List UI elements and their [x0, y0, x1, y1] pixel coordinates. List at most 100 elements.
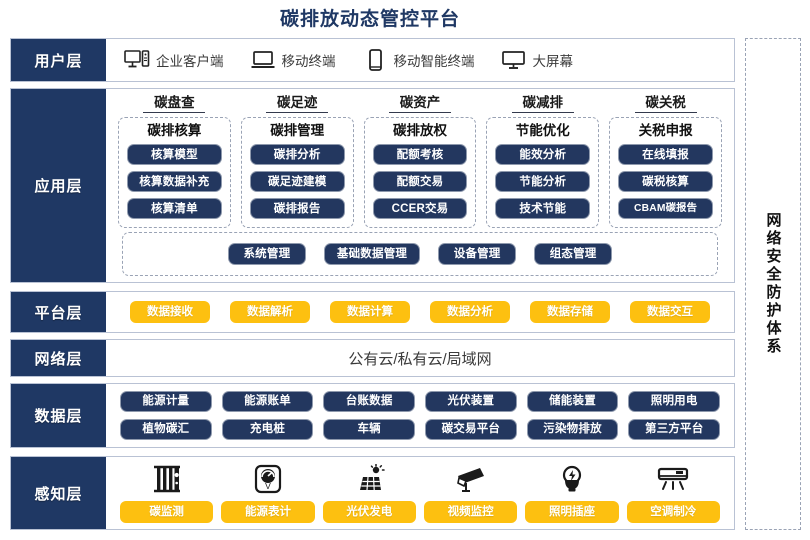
- app-column-title: 碳资产: [388, 95, 451, 113]
- layer-row-sense: 感知层: [10, 456, 735, 530]
- layer-row-data: 数据层 能源计量 能源账单 台账数据 光伏装置 储能装置 照明用电 植物碳汇 充…: [10, 383, 735, 448]
- app-feature-pill[interactable]: CCER交易: [372, 198, 468, 219]
- app-box-title: 碳排放权: [392, 123, 447, 138]
- app-column-box: 关税申报 在线填报 碳税核算 CBAM碳报告: [609, 117, 722, 228]
- app-feature-pill[interactable]: 碳足迹建模: [249, 171, 345, 192]
- app-box-title: 关税申报: [638, 123, 693, 138]
- layer-label-application: 应用层: [11, 89, 106, 282]
- sense-pill[interactable]: 照明插座: [525, 501, 619, 523]
- data-pill[interactable]: 能源账单: [221, 391, 314, 412]
- application-content: 碳盘查 碳排核算 核算模型 核算数据补充 核算清单 碳足迹 碳排管理: [106, 89, 734, 282]
- user-item-smart-mobile-terminal[interactable]: 移动智能终端: [362, 49, 475, 71]
- app-feature-pill[interactable]: 配额考核: [372, 144, 468, 165]
- app-column-box: 碳排放权 配额考核 配额交易 CCER交易: [363, 117, 477, 228]
- sense-pill[interactable]: 能源表计: [221, 501, 315, 523]
- data-pill[interactable]: 植物碳汇: [120, 419, 212, 440]
- layer-body-sense: 碳监测 V 能源表计: [106, 457, 734, 529]
- user-item-enterprise-client[interactable]: 企业客户端: [124, 49, 224, 71]
- app-column-carbon-asset: 碳资产 碳排放权 配额考核 配额交易 CCER交易: [363, 95, 477, 228]
- app-column-title: 碳关税: [634, 95, 697, 113]
- app-feature-pill[interactable]: 能效分析: [495, 144, 591, 165]
- data-pill[interactable]: 污染物排放: [526, 419, 619, 440]
- sense-pill[interactable]: 光伏发电: [322, 501, 416, 523]
- layer-body-user: 企业客户端 移动终端: [106, 39, 734, 81]
- app-column-carbon-reduction: 碳减排 节能优化 能效分析 节能分析 技术节能: [486, 95, 600, 228]
- layer-row-platform: 平台层 数据接收 数据解析 数据计算 数据分析 数据存储 数据交互: [10, 291, 735, 333]
- app-feature-pill[interactable]: 在线填报: [618, 144, 713, 165]
- sense-item-carbon-monitor[interactable]: 碳监测: [120, 462, 214, 523]
- app-feature-pill[interactable]: 核算清单: [127, 198, 222, 219]
- user-item-mobile-terminal[interactable]: 移动终端: [250, 49, 336, 71]
- app-feature-pill[interactable]: 核算模型: [127, 144, 222, 165]
- air-conditioner-icon: [656, 462, 690, 496]
- app-feature-pill[interactable]: 节能分析: [495, 171, 591, 192]
- svg-text:V: V: [265, 481, 271, 491]
- platform-pill[interactable]: 数据存储: [530, 301, 610, 323]
- user-item-label: 大屏幕: [532, 54, 574, 69]
- user-items-list: 企业客户端 移动终端: [106, 49, 734, 71]
- network-description: 公有云/私有云/局域网: [348, 350, 492, 368]
- sense-pill[interactable]: 空调制冷: [626, 501, 720, 523]
- data-pill[interactable]: 照明用电: [628, 391, 721, 412]
- platform-pill[interactable]: 数据分析: [430, 301, 510, 323]
- management-pill[interactable]: 设备管理: [438, 243, 517, 265]
- sense-item-lighting-socket[interactable]: 照明插座: [525, 462, 619, 523]
- app-feature-pill[interactable]: 碳税核算: [618, 171, 713, 192]
- security-panel: 网络安全防护体系: [745, 38, 801, 530]
- app-column-carbon-tariff: 碳关税 关税申报 在线填报 碳税核算 CBAM碳报告: [609, 95, 722, 228]
- platform-pill[interactable]: 数据交互: [630, 301, 710, 323]
- layer-body-data: 能源计量 能源账单 台账数据 光伏装置 储能装置 照明用电 植物碳汇 充电桩 车…: [106, 384, 734, 447]
- management-pill[interactable]: 系统管理: [227, 243, 306, 265]
- sense-item-air-conditioning[interactable]: 空调制冷: [626, 462, 720, 523]
- sense-item-video-surveillance[interactable]: 视频监控: [423, 462, 518, 523]
- app-feature-pill[interactable]: 配额交易: [372, 171, 468, 192]
- data-pill[interactable]: 能源计量: [120, 391, 212, 412]
- data-pill[interactable]: 台账数据: [323, 391, 416, 412]
- data-pill[interactable]: 光伏装置: [425, 391, 517, 412]
- monitor-icon: [501, 49, 525, 71]
- layer-body-network: 公有云/私有云/局域网: [106, 340, 734, 376]
- management-pill[interactable]: 基础数据管理: [323, 243, 421, 265]
- data-pill[interactable]: 车辆: [323, 419, 416, 440]
- app-feature-pill[interactable]: 技术节能: [495, 198, 591, 219]
- layer-label-network: 网络层: [11, 340, 106, 376]
- app-feature-pill[interactable]: CBAM碳报告: [618, 198, 713, 219]
- app-column-box: 节能优化 能效分析 节能分析 技术节能: [486, 117, 600, 228]
- user-item-label: 移动终端: [281, 54, 336, 69]
- app-box-title: 节能优化: [515, 123, 570, 138]
- layer-label-data: 数据层: [11, 384, 106, 447]
- sense-pill[interactable]: 碳监测: [120, 501, 214, 523]
- layer-body-application: 碳盘查 碳排核算 核算模型 核算数据补充 核算清单 碳足迹 碳排管理: [106, 89, 734, 282]
- platform-pill[interactable]: 数据解析: [230, 301, 310, 323]
- data-pill[interactable]: 充电桩: [221, 419, 314, 440]
- app-box-title: 碳排核算: [147, 123, 202, 138]
- data-items-row: 能源计量 能源账单 台账数据 光伏装置 储能装置 照明用电: [120, 391, 721, 412]
- layer-label-platform: 平台层: [11, 292, 106, 332]
- layer-body-platform: 数据接收 数据解析 数据计算 数据分析 数据存储 数据交互: [106, 292, 734, 332]
- platform-items-list: 数据接收 数据解析 数据计算 数据分析 数据存储 数据交互: [106, 301, 734, 323]
- page-title: 碳排放动态管控平台: [279, 9, 460, 30]
- cctv-camera-icon: [454, 462, 488, 496]
- sense-items-list: 碳监测 V 能源表计: [106, 458, 734, 528]
- data-pill[interactable]: 碳交易平台: [425, 419, 517, 440]
- smartphone-icon: [362, 49, 386, 71]
- app-column-title: 碳盘查: [143, 95, 206, 113]
- lightbulb-icon: [555, 462, 589, 496]
- user-item-label: 移动智能终端: [393, 54, 475, 69]
- layer-label-user: 用户层: [11, 39, 106, 81]
- sense-item-solar-power[interactable]: 光伏发电: [322, 462, 416, 523]
- management-pill[interactable]: 组态管理: [534, 243, 613, 265]
- app-feature-pill[interactable]: 核算数据补充: [127, 171, 222, 192]
- app-feature-pill[interactable]: 碳排报告: [249, 198, 345, 219]
- user-item-large-screen[interactable]: 大屏幕: [501, 49, 574, 71]
- data-items-row: 植物碳汇 充电桩 车辆 碳交易平台 污染物排放 第三方平台: [120, 419, 721, 440]
- platform-pill[interactable]: 数据接收: [130, 301, 210, 323]
- app-feature-pill[interactable]: 碳排分析: [249, 144, 345, 165]
- sense-pill[interactable]: 视频监控: [423, 501, 518, 523]
- platform-pill[interactable]: 数据计算: [330, 301, 410, 323]
- solar-panel-icon: [352, 462, 386, 496]
- data-pill[interactable]: 储能装置: [526, 391, 619, 412]
- data-pill[interactable]: 第三方平台: [628, 419, 721, 440]
- sense-item-energy-meter[interactable]: V 能源表计: [221, 462, 315, 523]
